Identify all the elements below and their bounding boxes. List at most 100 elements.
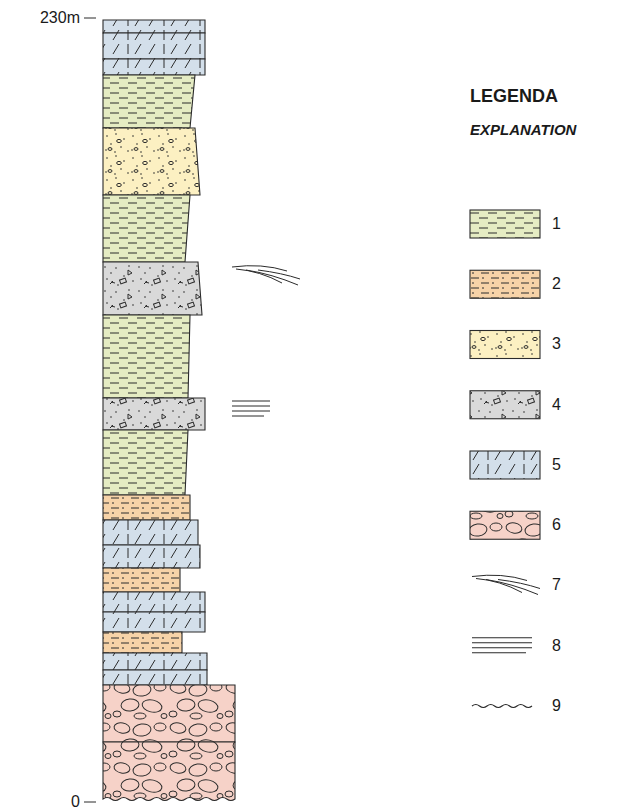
- layer-outline: [103, 742, 235, 801]
- symbol-stroke: [476, 579, 522, 593]
- depth-label: 230m: [40, 9, 80, 27]
- symbol-stroke: [472, 647, 532, 648]
- legend-item: [472, 638, 532, 653]
- layer-pattern: [103, 632, 182, 653]
- layer-pattern: [103, 430, 188, 495]
- axis-tick: [84, 18, 96, 19]
- legend-number: 3: [552, 335, 561, 353]
- legend-swatch: [470, 451, 540, 479]
- legend-number: 6: [552, 516, 561, 534]
- symbol-stroke: [236, 269, 282, 283]
- layer-pattern: [103, 495, 190, 520]
- legend-item: [470, 511, 540, 539]
- layer-pattern: [103, 315, 190, 398]
- rock-layer: [103, 495, 190, 520]
- rock-layer: [103, 592, 205, 612]
- symbol-stroke: [472, 637, 532, 638]
- erosional-contact-symbol: [472, 705, 532, 708]
- rock-layer: [103, 653, 207, 670]
- layer-fill: [103, 568, 180, 592]
- layer-outline: [103, 33, 205, 59]
- layer-fill: [103, 430, 188, 495]
- parallel-lamination-symbol: [472, 638, 532, 653]
- layer-fill: [103, 398, 205, 430]
- layer-outline: [103, 685, 235, 742]
- layer-outline: [103, 545, 200, 568]
- rock-layer: [103, 685, 235, 742]
- layer-fill: [103, 670, 207, 685]
- cross-bedding-symbol: [232, 266, 300, 285]
- symbol-stroke: [232, 401, 270, 402]
- legend-item: [470, 451, 540, 479]
- layer-fill: [103, 545, 200, 568]
- legend-swatch-outline: [470, 210, 540, 238]
- legend-swatch: [470, 511, 540, 539]
- layer-fill: [103, 315, 190, 398]
- legend-swatch-pattern: [470, 210, 540, 238]
- cross-bedding-symbol: [472, 575, 540, 594]
- layer-fill: [103, 685, 235, 742]
- layer-fill: [103, 653, 207, 670]
- layer-pattern: [103, 685, 235, 742]
- layer-fill: [103, 520, 198, 545]
- layer-pattern: [103, 653, 207, 670]
- layer-fill: [103, 195, 190, 262]
- layer-pattern: [103, 568, 180, 592]
- rock-layer: [103, 632, 182, 653]
- legend-swatch-pattern: [470, 331, 540, 359]
- legend-subtitle: EXPLANATION: [470, 121, 576, 138]
- legend-swatch-outline: [470, 331, 540, 359]
- legend-swatch-pattern: [470, 451, 540, 479]
- layer-pattern: [103, 592, 205, 612]
- legend-swatch: [470, 210, 540, 238]
- layer-outline: [103, 520, 198, 545]
- layer-pattern: [103, 20, 205, 33]
- rock-layer: [103, 33, 205, 59]
- layer-fill: [103, 592, 205, 612]
- layer-pattern: [103, 742, 235, 801]
- rock-layer: [103, 545, 200, 568]
- layer-pattern: [103, 128, 200, 195]
- legend-swatch-outline: [470, 270, 540, 298]
- layer-fill: [103, 20, 205, 33]
- rock-layer: [103, 612, 205, 632]
- layer-outline: [103, 568, 180, 592]
- legend-item: [470, 210, 540, 238]
- rock-layer: [103, 742, 235, 801]
- layer-outline: [103, 653, 207, 670]
- symbol-stroke: [472, 642, 532, 643]
- legend-swatch: [470, 270, 540, 298]
- layer-pattern: [103, 670, 207, 685]
- layer-fill: [103, 59, 205, 75]
- depth-label: 0: [71, 793, 80, 811]
- rock-layer: [103, 315, 190, 398]
- layer-fill: [103, 128, 200, 195]
- rock-layer: [103, 75, 195, 128]
- layer-pattern: [103, 195, 190, 262]
- legend-number: 1: [552, 215, 561, 233]
- layer-outline: [103, 59, 205, 75]
- legend-item: [472, 705, 532, 708]
- rock-layer: [103, 430, 188, 495]
- legend-swatch-pattern: [470, 270, 540, 298]
- layer-outline: [103, 430, 188, 495]
- legend-swatch-pattern: [470, 511, 540, 539]
- layer-fill: [103, 262, 202, 315]
- layer-pattern: [103, 262, 202, 315]
- rock-layer: [103, 520, 198, 545]
- layer-pattern: [103, 520, 198, 545]
- layer-outline: [103, 632, 182, 653]
- layer-fill: [103, 75, 195, 128]
- layer-pattern: [103, 75, 195, 128]
- column: [103, 20, 235, 801]
- legend-number: 2: [552, 275, 561, 293]
- symbol-stroke: [232, 406, 270, 407]
- layer-outline: [103, 398, 205, 430]
- layer-fill: [103, 612, 205, 632]
- legend-item: [472, 575, 540, 594]
- layer-fill: [103, 495, 190, 520]
- legend-swatch: [470, 391, 540, 419]
- layer-pattern: [103, 33, 205, 59]
- rock-layer: [103, 128, 200, 195]
